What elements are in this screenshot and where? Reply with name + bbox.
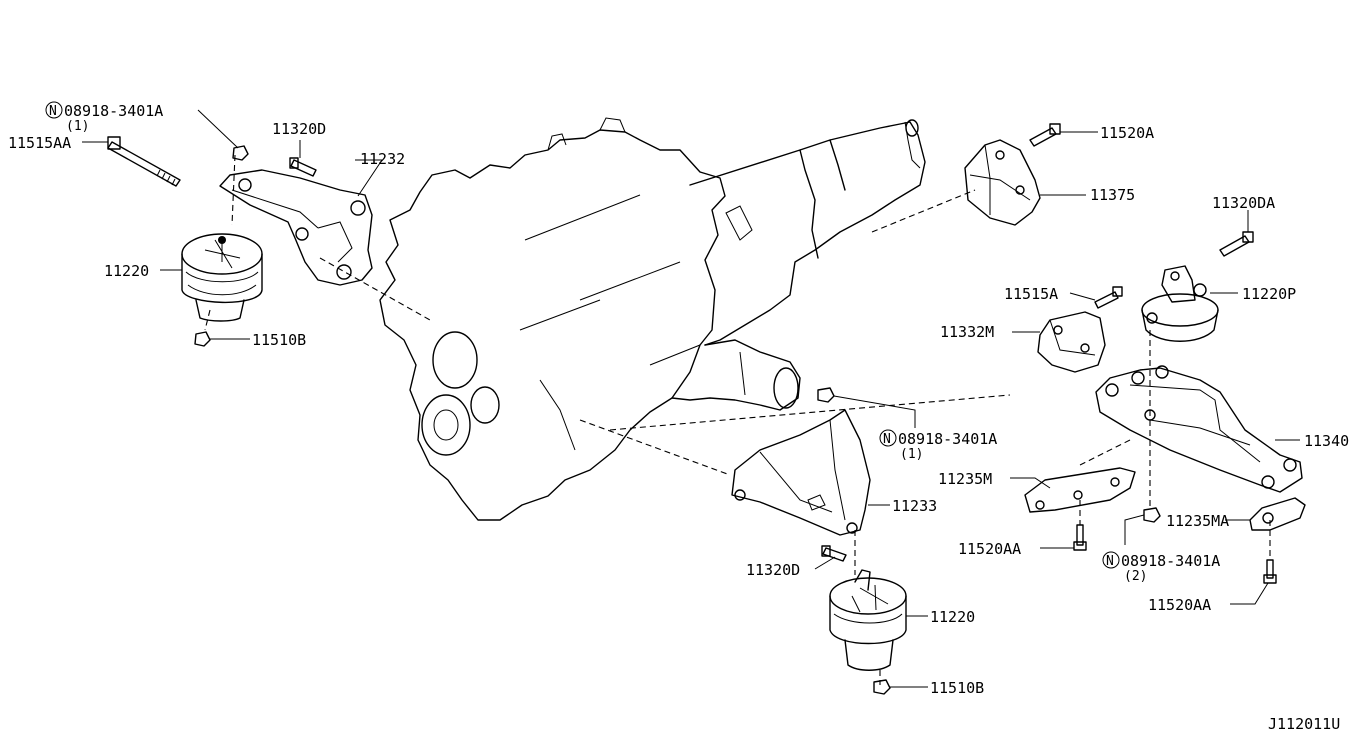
- bolt-11520A: [1029, 123, 1061, 147]
- member-11375: [964, 139, 1041, 226]
- label-bolt-11320D-bottom: 11320D: [746, 561, 800, 579]
- label-nut-bottom-right-qty: (2): [1124, 569, 1147, 584]
- bolt-11520AA-left: [1073, 524, 1087, 551]
- nut-11510B-bottom: [873, 679, 891, 695]
- label-bolt-11515A: 11515A: [1004, 285, 1058, 303]
- label-nut-bottom-right: 08918-3401A: [1121, 552, 1220, 570]
- member-11340: [1095, 365, 1303, 493]
- label-nut-11510B-bottom: 11510B: [930, 679, 984, 697]
- label-bolt-11520AA-left: 11520AA: [958, 540, 1021, 558]
- nut-symbol-text-3: N: [1106, 554, 1114, 569]
- label-member-11340: 11340: [1304, 432, 1349, 450]
- engine-transmission-assembly: [379, 117, 926, 521]
- insulator-11220P: [1141, 265, 1219, 342]
- nut-08918-3401A-center: [817, 387, 835, 403]
- label-bolt-11520A: 11520A: [1100, 124, 1154, 142]
- label-insulator-11220P: 11220P: [1242, 285, 1296, 303]
- plate-11235M: [1024, 467, 1136, 513]
- bolt-11320D-top: [289, 157, 317, 177]
- bolt-11320D-bottom: [821, 545, 847, 562]
- bracket-11232: [219, 169, 373, 286]
- nut-08918-3401A-bottom-right: [1143, 507, 1161, 523]
- label-nut-top-left: 08918-3401A: [64, 102, 163, 120]
- label-bolt-11515AA: 11515AA: [8, 134, 71, 152]
- nut-11510B-left: [194, 331, 211, 347]
- label-nut-center: 08918-3401A: [898, 430, 997, 448]
- nut-08918-3401A-left: [232, 145, 249, 161]
- part-labels: 08918-3401A (1) 11515AA 11320D 11232 112…: [8, 102, 1349, 733]
- nut-symbol-top-left: N: [45, 101, 63, 119]
- label-insulator-left: 11220: [104, 262, 149, 280]
- bolt-11515A: [1094, 286, 1123, 309]
- label-nut-11510B-left: 11510B: [252, 331, 306, 349]
- bolt-11520AA-right: [1263, 559, 1277, 584]
- nut-symbol-center: N: [879, 429, 897, 447]
- bolt-11320DA: [1219, 231, 1254, 257]
- label-bracket-11232: 11232: [360, 150, 405, 168]
- label-plate-11235MA: 11235MA: [1166, 512, 1229, 530]
- label-bracket-11332M: 11332M: [940, 323, 994, 341]
- leader-lines: [82, 109, 1300, 688]
- engine-mount-insulator-bottom: [829, 569, 907, 671]
- label-bolt-11320DA: 11320DA: [1212, 194, 1275, 212]
- diagram-code: J112011U: [1268, 715, 1340, 733]
- bracket-11332M: [1037, 311, 1106, 373]
- label-member-11375: 11375: [1090, 186, 1135, 204]
- label-insulator-bottom: 11220: [930, 608, 975, 626]
- bracket-11233: [731, 409, 871, 536]
- nut-symbol-text-2: N: [883, 432, 891, 447]
- label-bolt-11520AA-right: 11520AA: [1148, 596, 1211, 614]
- label-plate-11235M: 11235M: [938, 470, 992, 488]
- plate-11235MA: [1249, 497, 1306, 531]
- nut-symbol-text-1: N: [49, 104, 57, 119]
- nut-symbol-bottom-right: N: [1102, 551, 1120, 569]
- bolt-11515AA: [107, 136, 181, 187]
- label-nut-top-left-qty: (1): [66, 119, 89, 134]
- label-nut-center-qty: (1): [900, 447, 923, 462]
- label-bolt-11320D-top: 11320D: [272, 120, 326, 138]
- label-bracket-11233: 11233: [892, 497, 937, 515]
- engine-mount-insulator-left: [181, 233, 263, 322]
